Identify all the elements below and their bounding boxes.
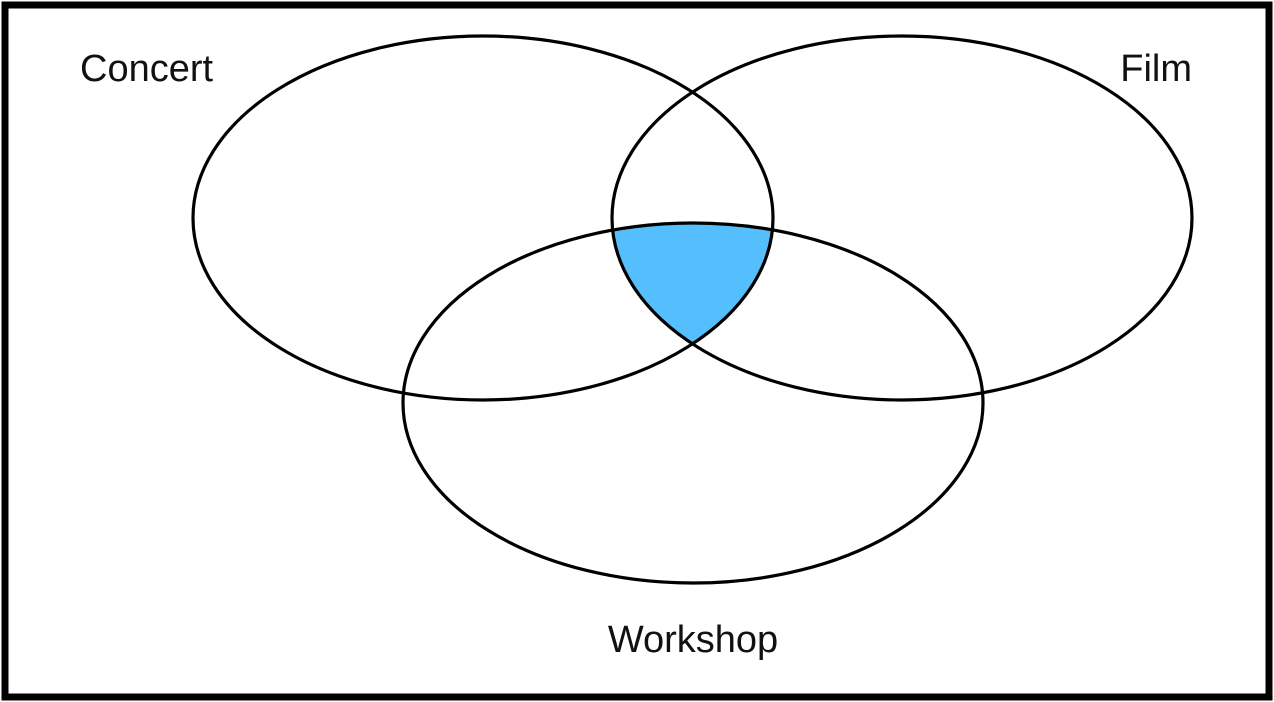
set-ellipse-film[interactable] xyxy=(610,34,1194,402)
set-ellipse-concert[interactable] xyxy=(191,34,775,402)
set-ellipse-workshop[interactable] xyxy=(401,221,985,585)
set-label-workshop: Workshop xyxy=(608,619,778,661)
set-label-concert: Concert xyxy=(80,48,213,90)
set-label-film: Film xyxy=(1120,48,1192,90)
